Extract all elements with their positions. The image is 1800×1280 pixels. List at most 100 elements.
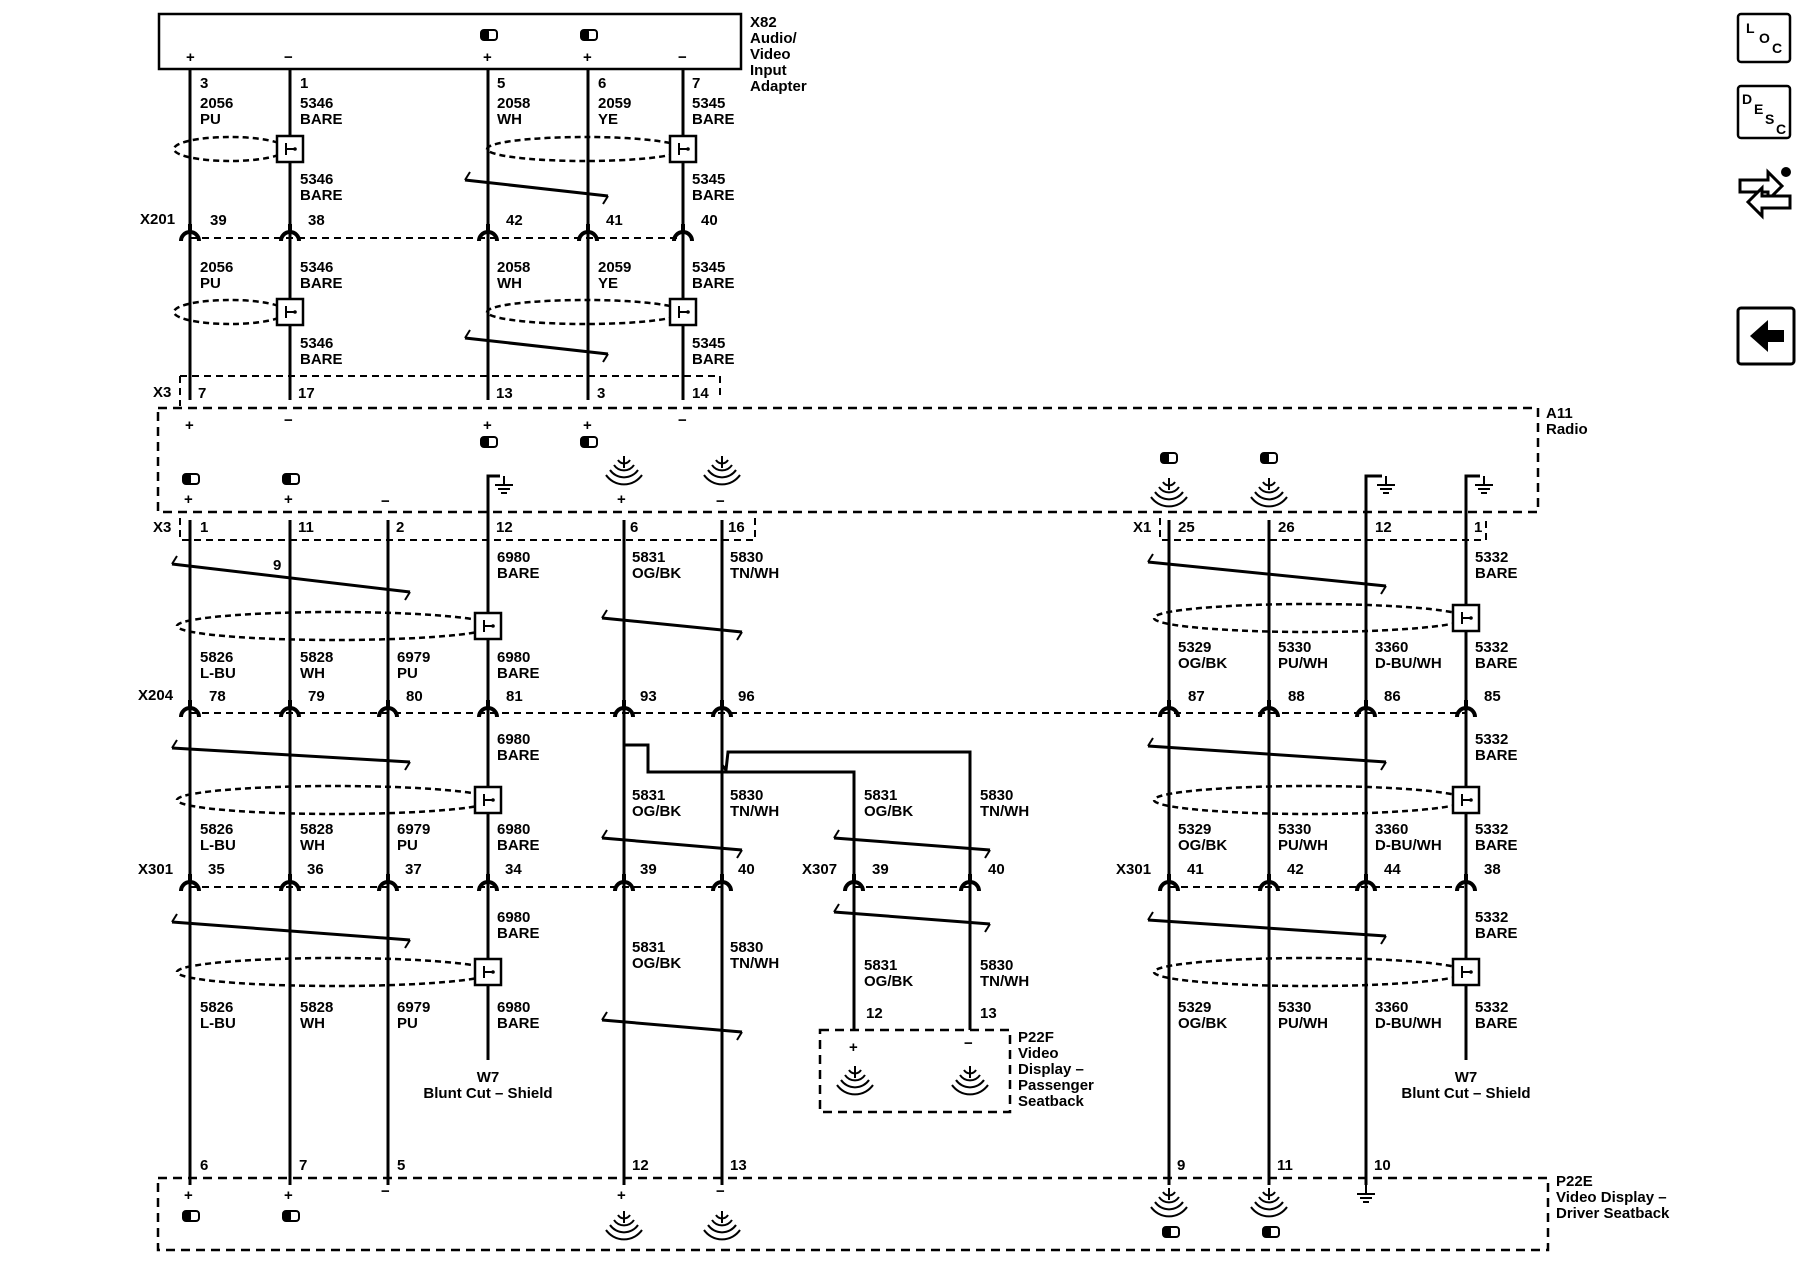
p22f-display-box — [818, 1028, 1012, 1114]
signal-icon — [836, 1065, 874, 1096]
signal-icon — [1150, 1187, 1188, 1218]
x307-pin: 40 — [988, 861, 1005, 878]
signal-icon — [1150, 477, 1188, 508]
back-arrow-icon[interactable] — [1736, 306, 1796, 366]
p22f-pin: 13 — [980, 1005, 997, 1022]
wire-circuit: 5831 — [632, 787, 665, 804]
wire-color: BARE — [497, 665, 540, 682]
wire-circuit: 6980 — [497, 909, 530, 926]
wire-circuit: 5329 — [1178, 639, 1211, 656]
video-icon — [580, 29, 598, 41]
x301-pin: 42 — [1287, 861, 1304, 878]
x301-pin: 34 — [505, 861, 522, 878]
wire-color: TN/WH — [730, 955, 779, 972]
wire-color: BARE — [1475, 565, 1518, 582]
x82-pin: 6 — [598, 75, 606, 92]
wire-color: OG/BK — [1178, 837, 1227, 854]
shield-drain — [473, 611, 503, 641]
wire-circuit: 3360 — [1375, 999, 1408, 1016]
x204-pin: 78 — [209, 688, 226, 705]
wire-color: OG/BK — [1178, 655, 1227, 672]
p22f-label-3: Display – — [1018, 1061, 1084, 1078]
a11-top-plus: + — [583, 417, 592, 434]
a11-bot-minus: − — [716, 493, 725, 510]
wire-circuit: 5330 — [1278, 999, 1311, 1016]
p22e-minus: − — [381, 1183, 390, 1200]
loc-icon[interactable]: L O C — [1736, 12, 1792, 64]
a11-bot-plus: + — [617, 491, 626, 508]
a11-top-plus: + — [483, 417, 492, 434]
wire-circuit: 2058 — [497, 95, 530, 112]
wire-circuit: 5830 — [980, 957, 1013, 974]
x301-left-label: X301 — [138, 861, 173, 878]
wire-circuit: 2056 — [200, 95, 233, 112]
wire-circuit: 6980 — [497, 649, 530, 666]
wire-circuit: 5330 — [1278, 639, 1311, 656]
wire-color: PU — [200, 111, 221, 128]
p22f-minus: − — [964, 1035, 973, 1052]
x204-pin: 85 — [1484, 688, 1501, 705]
x201-pin: 38 — [308, 212, 325, 229]
w7-right-label-1: W7 — [1455, 1069, 1478, 1086]
wire-color: TN/WH — [730, 803, 779, 820]
wire-circuit: 2058 — [497, 259, 530, 276]
wire-color: D-BU/WH — [1375, 655, 1442, 672]
wire-color: BARE — [497, 565, 540, 582]
x82-pin: 3 — [200, 75, 208, 92]
shield-drain — [668, 297, 698, 327]
x301-pin: 44 — [1384, 861, 1401, 878]
a11-label-1: A11 — [1546, 405, 1573, 422]
wire-color: BARE — [497, 925, 540, 942]
desc-icon[interactable]: D E S C — [1736, 84, 1792, 140]
p22f-plus: + — [849, 1039, 858, 1056]
wire-circuit: 5345 — [692, 95, 725, 112]
wire-circuit: 5831 — [864, 957, 897, 974]
x3-top-label: X3 — [153, 384, 171, 401]
wire-circuit: 5826 — [200, 649, 233, 666]
wire-circuit: 5346 — [300, 259, 333, 276]
wire-circuit: 6980 — [497, 821, 530, 838]
x201-pin: 41 — [606, 212, 623, 229]
wire-circuit: 5330 — [1278, 821, 1311, 838]
loc-letter: O — [1759, 30, 1770, 46]
desc-letter: D — [1742, 91, 1752, 107]
wire-circuit: 5332 — [1475, 999, 1508, 1016]
x201-pin: 40 — [701, 212, 718, 229]
wire-color: L-BU — [200, 1015, 236, 1032]
p22e-plus: + — [284, 1187, 293, 1204]
x3-bottom-pin: 16 — [728, 519, 745, 536]
wires-top — [188, 69, 685, 400]
x1-label: X1 — [1133, 519, 1151, 536]
p22e-pin: 12 — [632, 1157, 649, 1174]
p22e-pin: 10 — [1374, 1157, 1391, 1174]
connector-views-icon[interactable] — [1738, 167, 1792, 220]
x3-top-pin: 13 — [496, 385, 513, 402]
desc-letter: E — [1754, 101, 1763, 117]
wire-circuit: 5345 — [692, 171, 725, 188]
twist-label: 9 — [273, 557, 281, 574]
wire-circuit: 5830 — [730, 549, 763, 566]
p22e-plus: + — [617, 1187, 626, 1204]
x82-label-3: Video — [750, 46, 791, 63]
wire-color: BARE — [300, 351, 343, 368]
p22f-label-2: Video — [1018, 1045, 1059, 1062]
x1-pin: 26 — [1278, 519, 1295, 536]
x82-pin: 1 — [300, 75, 308, 92]
p22f-label-1: P22F — [1018, 1029, 1054, 1046]
wire-circuit: 6979 — [397, 999, 430, 1016]
wire-color: TN/WH — [730, 565, 779, 582]
wire-color: TN/WH — [980, 973, 1029, 990]
wire-circuit: 5329 — [1178, 821, 1211, 838]
p22e-pin: 11 — [1277, 1157, 1293, 1174]
x307-pin: 39 — [872, 861, 889, 878]
x82-plus-1: + — [186, 49, 195, 66]
wire-circuit: 5831 — [864, 787, 897, 804]
wire-color: OG/BK — [864, 973, 913, 990]
x3-bottom-pin: 12 — [496, 519, 513, 536]
wire-color: OG/BK — [632, 565, 681, 582]
signal-icon — [605, 455, 643, 486]
shield-drain — [473, 785, 503, 815]
x204-pin: 88 — [1288, 688, 1305, 705]
wire-color: WH — [300, 665, 325, 682]
p22e-display-box — [156, 1176, 1550, 1252]
